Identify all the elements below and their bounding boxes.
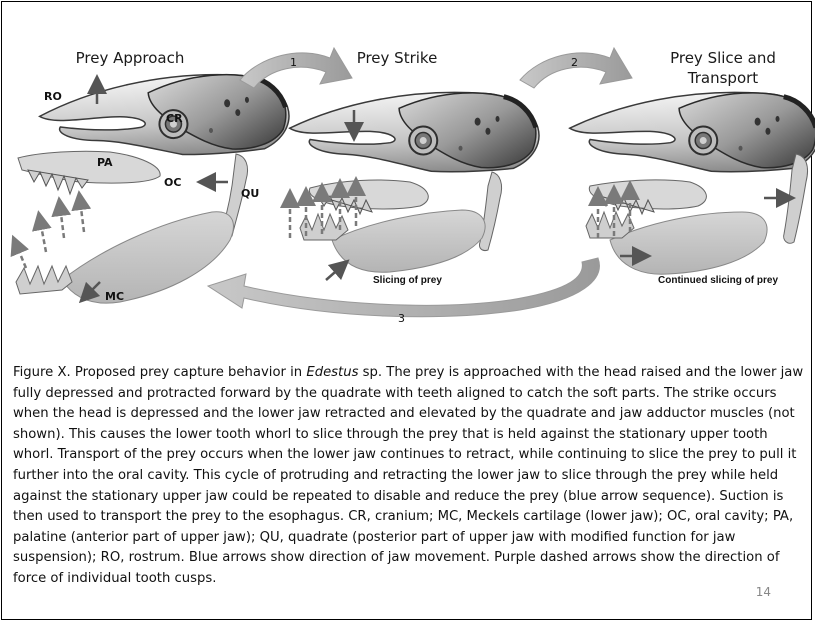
label-rostrum: RO [44, 90, 62, 103]
caption-genus: Edestus [306, 365, 358, 380]
quadrate-strike [479, 172, 501, 251]
prey-capture-diagram: 1 2 3 RO CR PA OC QU MC Slicing of prey … [0, 0, 815, 360]
sequence-number-1: 1 [290, 56, 297, 69]
caption-body: sp. The prey is approached with the head… [13, 365, 803, 586]
label-palatine: PA [97, 156, 113, 169]
label-quadrate: QU [241, 187, 259, 200]
panel-strike [289, 89, 541, 280]
label-cranium: CR [166, 112, 183, 125]
meckels-cartilage-transport [610, 212, 767, 274]
sequence-number-3: 3 [398, 312, 405, 325]
label-meckels-cartilage: MC [105, 290, 124, 303]
figure-caption: Figure X. Proposed prey capture behavior… [13, 363, 808, 590]
page-number: 14 [756, 585, 771, 599]
meckels-cartilage-approach [62, 212, 233, 303]
meckels-cartilage-strike [332, 210, 485, 272]
caption-slicing-of-prey: Slicing of prey [373, 275, 442, 286]
palatine-approach [18, 151, 160, 183]
panel-approach [16, 69, 291, 303]
panel-transport [569, 89, 815, 274]
label-oral-cavity: OC [164, 176, 181, 189]
lower-teeth-approach [16, 266, 72, 294]
caption-prefix: Figure X. Proposed prey capture behavior… [13, 365, 306, 380]
sequence-number-2: 2 [571, 56, 578, 69]
tooth-force-arrows-approach [16, 200, 84, 268]
caption-continued-slicing: Continued slicing of prey [658, 275, 778, 286]
lower-teeth-transport [586, 212, 634, 238]
